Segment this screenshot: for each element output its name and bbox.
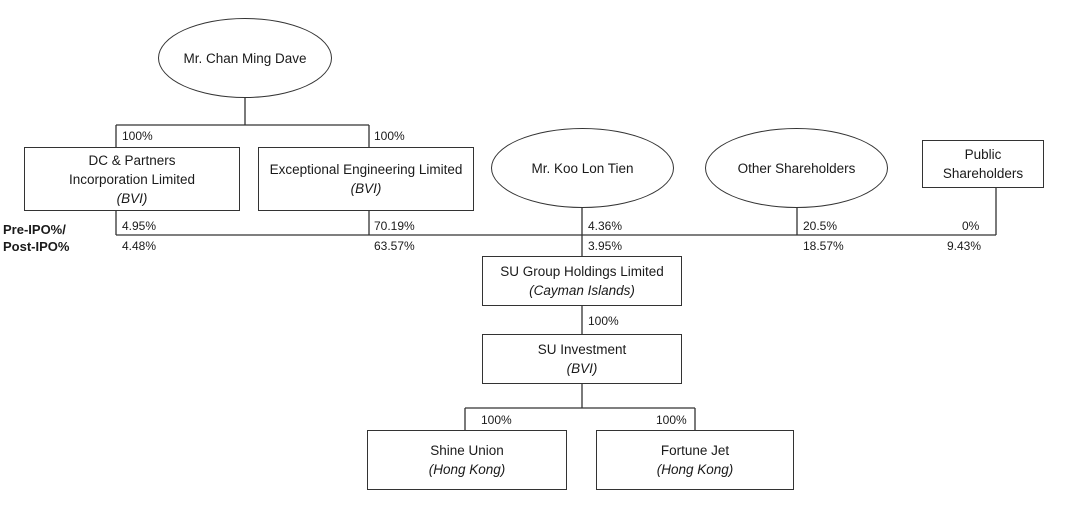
dc-partners-jurisdiction: (BVI) [116,190,148,206]
pre-ipo-label: Pre-IPO%/ [3,222,66,237]
shine-union-jurisdiction: (Hong Kong) [428,462,506,477]
post-ipo-label: Post-IPO% [3,239,70,254]
public-shareholders-line1: Public [964,147,1002,162]
su-group-holdings-jurisdiction: (Cayman Islands) [529,283,635,298]
shine-union-name: Shine Union [430,443,504,458]
su-investment-jurisdiction: (BVI) [566,361,598,376]
su-investment-name: SU Investment [537,342,627,357]
fortune-jet-name: Fortune Jet [660,443,730,458]
public-shareholders-line2: Shareholders [942,166,1024,181]
exceptional-engineering-box: Exceptional Engineering Limited (BVI) [258,147,474,211]
chan-exceptional-holding: 100% [374,129,405,143]
other-shareholders-name: Other Shareholders [737,160,856,176]
koo-post-ipo: 3.95% [588,239,623,253]
dc-post-ipo: 4.48% [122,239,157,253]
dc-partners-name-line2: Incorporation Limited [68,171,196,187]
chan-ming-dave-name: Mr. Chan Ming Dave [183,50,307,66]
su-group-su-investment-holding: 100% [588,314,619,328]
su-group-holdings-name: SU Group Holdings Limited [500,264,664,279]
exceptional-engineering-jurisdiction: (BVI) [350,181,382,196]
koo-lon-tien-name: Mr. Koo Lon Tien [531,160,634,176]
koo-lon-tien-node: Mr. Koo Lon Tien [491,128,674,208]
dc-pre-ipo: 4.95% [122,219,157,233]
exceptional-pre-ipo: 70.19% [374,219,415,233]
shine-union-box: Shine Union (Hong Kong) [367,430,567,490]
su-group-holdings-box: SU Group Holdings Limited (Cayman Island… [482,256,682,306]
koo-pre-ipo: 4.36% [588,219,623,233]
other-shareholders-node: Other Shareholders [705,128,888,208]
other-pre-ipo: 20.5% [803,219,838,233]
dc-partners-box: DC & Partners Incorporation Limited (BVI… [24,147,240,211]
chan-dc-holding: 100% [122,129,153,143]
pre-post-ipo-label: Pre-IPO%/ Post-IPO% [3,221,69,255]
public-post-ipo: 9.43% [947,239,982,253]
exceptional-post-ipo: 63.57% [374,239,415,253]
fortune-jet-jurisdiction: (Hong Kong) [656,462,734,477]
exceptional-engineering-name: Exceptional Engineering Limited [269,162,463,177]
public-shareholders-box: Public Shareholders [922,140,1044,188]
dc-partners-name-line1: DC & Partners [88,152,176,168]
other-post-ipo: 18.57% [803,239,844,253]
fortune-jet-box: Fortune Jet (Hong Kong) [596,430,794,490]
su-investment-box: SU Investment (BVI) [482,334,682,384]
public-pre-ipo: 0% [962,219,980,233]
chan-ming-dave-node: Mr. Chan Ming Dave [158,18,332,98]
su-investment-fortune-holding: 100% [656,413,687,427]
su-investment-shine-holding: 100% [481,413,512,427]
